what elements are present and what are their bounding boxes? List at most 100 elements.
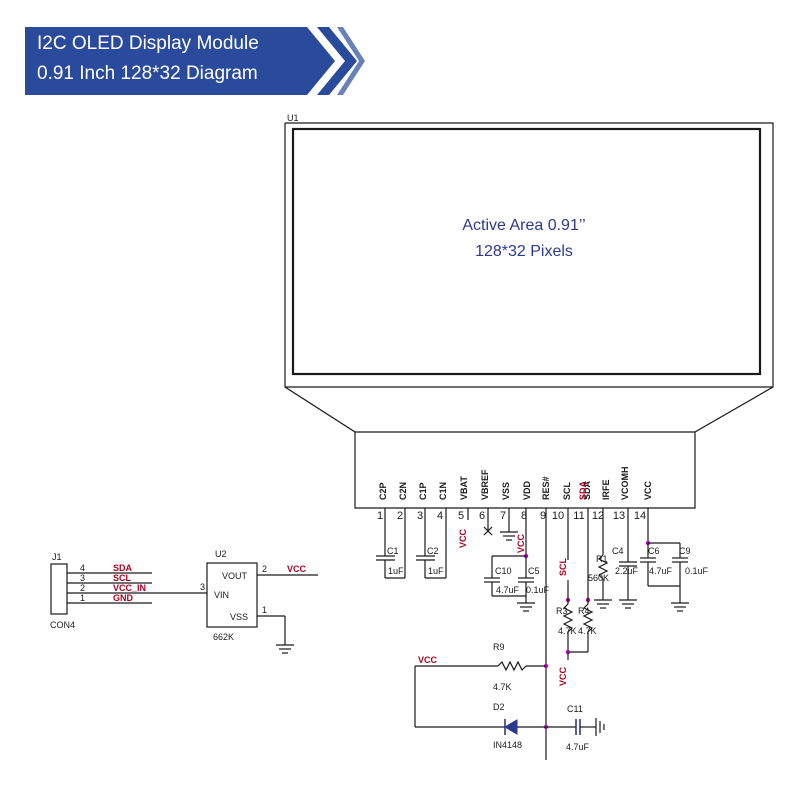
resistor-r4 — [568, 560, 594, 653]
r3-value: 4.7K — [558, 626, 577, 636]
u2-body — [206, 562, 258, 628]
pin-num-8: 8 — [521, 510, 527, 522]
u2-net-vcc: VCC — [287, 564, 307, 574]
j1-ref: J1 — [52, 552, 62, 562]
net-vcc-r9: VCC — [418, 655, 438, 665]
pin-name-14: VCC — [643, 480, 653, 500]
j1-pin-num-2: 2 — [80, 583, 85, 593]
active-area-pixels: 128*32 Pixels — [475, 243, 573, 260]
active-area — [291, 127, 762, 376]
u1-ref: U1 — [287, 113, 299, 123]
pin-num-14: 14 — [634, 510, 646, 522]
u2-pin-vout: 2 — [262, 564, 267, 574]
j1-pin-num-4: 4 — [80, 563, 85, 573]
active-area-title: Active Area 0.91’’ — [462, 217, 585, 234]
u2-ref: U2 — [215, 549, 227, 559]
u1-pin-names: C2P C2N C1P C1N VBAT VBREF VSS VDD RES# … — [378, 467, 653, 501]
capacitor-c2 — [416, 548, 446, 579]
j1-net-sda: SDA — [113, 563, 133, 573]
j1-net-gnd: GND — [113, 593, 134, 603]
net-vcc-pin8: VCC — [516, 533, 526, 553]
pin-name-6: VBREF — [480, 469, 490, 500]
c4-ref: C4 — [612, 546, 624, 556]
pin-num-5: 5 — [458, 510, 464, 522]
capacitor-c11 — [546, 718, 605, 736]
pin-num-7: 7 — [500, 510, 506, 522]
r1-ref: R1 — [596, 554, 608, 564]
c11-ref: C11 — [567, 704, 583, 714]
pin-name-7: VSS — [501, 482, 511, 500]
c9-value: 0.1uF — [685, 566, 709, 576]
pin-num-2: 2 — [397, 510, 403, 522]
u1-module-outline — [284, 122, 774, 509]
j1-pins — [67, 572, 207, 604]
pin-name-13: VCOMH — [620, 467, 630, 501]
r9-value: 4.7K — [493, 682, 512, 692]
pin-name-12: IRFE — [601, 479, 611, 500]
u2-vss-label: VSS — [230, 612, 248, 622]
capacitor-c10-c5 — [484, 555, 535, 612]
pin-num-10: 10 — [552, 510, 564, 522]
u1-pin-wires — [384, 508, 649, 760]
diode-d2 — [415, 719, 546, 735]
pin-name-8: VDD — [522, 480, 532, 500]
c2-ref: C2 — [427, 546, 439, 556]
banner-shape — [25, 27, 365, 95]
d2-ref: D2 — [493, 702, 505, 712]
c10-value: 4.7uF — [496, 585, 520, 595]
j1-pin-num-1: 1 — [80, 593, 85, 603]
c5-ref: C5 — [528, 566, 540, 576]
pin-name-9: RES# — [541, 476, 551, 500]
net-sda: SDA — [578, 480, 588, 500]
u2-part: 662K — [213, 632, 234, 642]
pin-num-4: 4 — [437, 510, 443, 522]
c10-ref: C10 — [495, 566, 512, 576]
net-vcc-pin5: VCC — [458, 528, 468, 548]
resistor-r1 — [594, 554, 612, 609]
u2-pin-vin: 3 — [200, 582, 205, 592]
pin-num-11: 11 — [573, 510, 584, 522]
pin-name-2: C2N — [398, 482, 408, 500]
r1-value: 560K — [588, 573, 609, 583]
capacitor-c4 — [619, 543, 637, 609]
banner-title-line-1: I2C OLED Display Module — [37, 33, 259, 54]
j1-net-scl: SCL — [113, 573, 132, 583]
c4-value: 2.2uF — [615, 566, 639, 576]
j1-body — [50, 563, 68, 615]
pin-name-1: C2P — [378, 482, 388, 500]
u1-pin-numbers: 1 2 3 4 5 6 7 8 9 10 11 12 13 14 — [377, 510, 646, 522]
capacitor-c6-c9 — [640, 542, 689, 612]
c5-value: 0.1uF — [526, 585, 550, 595]
pin-num-6: 6 — [479, 510, 485, 522]
r3-ref: R3 — [556, 606, 568, 616]
pin-num-3: 3 — [417, 510, 423, 522]
u2-vin-label: VIN — [214, 590, 229, 600]
u2-pin-vss: 1 — [262, 605, 267, 615]
u2-vout-label: VOUT — [222, 571, 248, 581]
c6-ref: C6 — [648, 546, 660, 556]
pin-name-11: SDA — [582, 480, 592, 500]
c9-ref: C9 — [679, 546, 691, 556]
title-banner: I2C OLED Display Module 0.91 Inch 128*32… — [25, 27, 365, 95]
pin-num-1: 1 — [377, 510, 383, 522]
u2-output-wiring — [257, 574, 318, 654]
net-scl: SCL — [558, 557, 568, 576]
pin-name-3: C1P — [418, 482, 428, 500]
c1-ref: C1 — [387, 546, 399, 556]
resistor-r9 — [414, 660, 546, 727]
ground-symbol-pin7 — [500, 531, 518, 541]
pin-name-5: VBAT — [459, 476, 469, 500]
j1-net-vcc-in: VCC_IN — [113, 583, 146, 593]
c6-value: 4.7uF — [649, 566, 673, 576]
d2-value: IN4148 — [493, 740, 522, 750]
pin-num-12: 12 — [592, 510, 604, 522]
r9-ref: R9 — [493, 642, 505, 652]
net-vcc-pullup: VCC — [558, 666, 568, 686]
pin-name-10: SCL — [562, 481, 572, 500]
pin-num-13: 13 — [613, 510, 625, 522]
c1-value: 1uF — [388, 566, 404, 576]
pin6-no-connect — [483, 526, 493, 536]
j1-part: CON4 — [50, 620, 75, 630]
pin-num-9: 9 — [540, 510, 546, 522]
